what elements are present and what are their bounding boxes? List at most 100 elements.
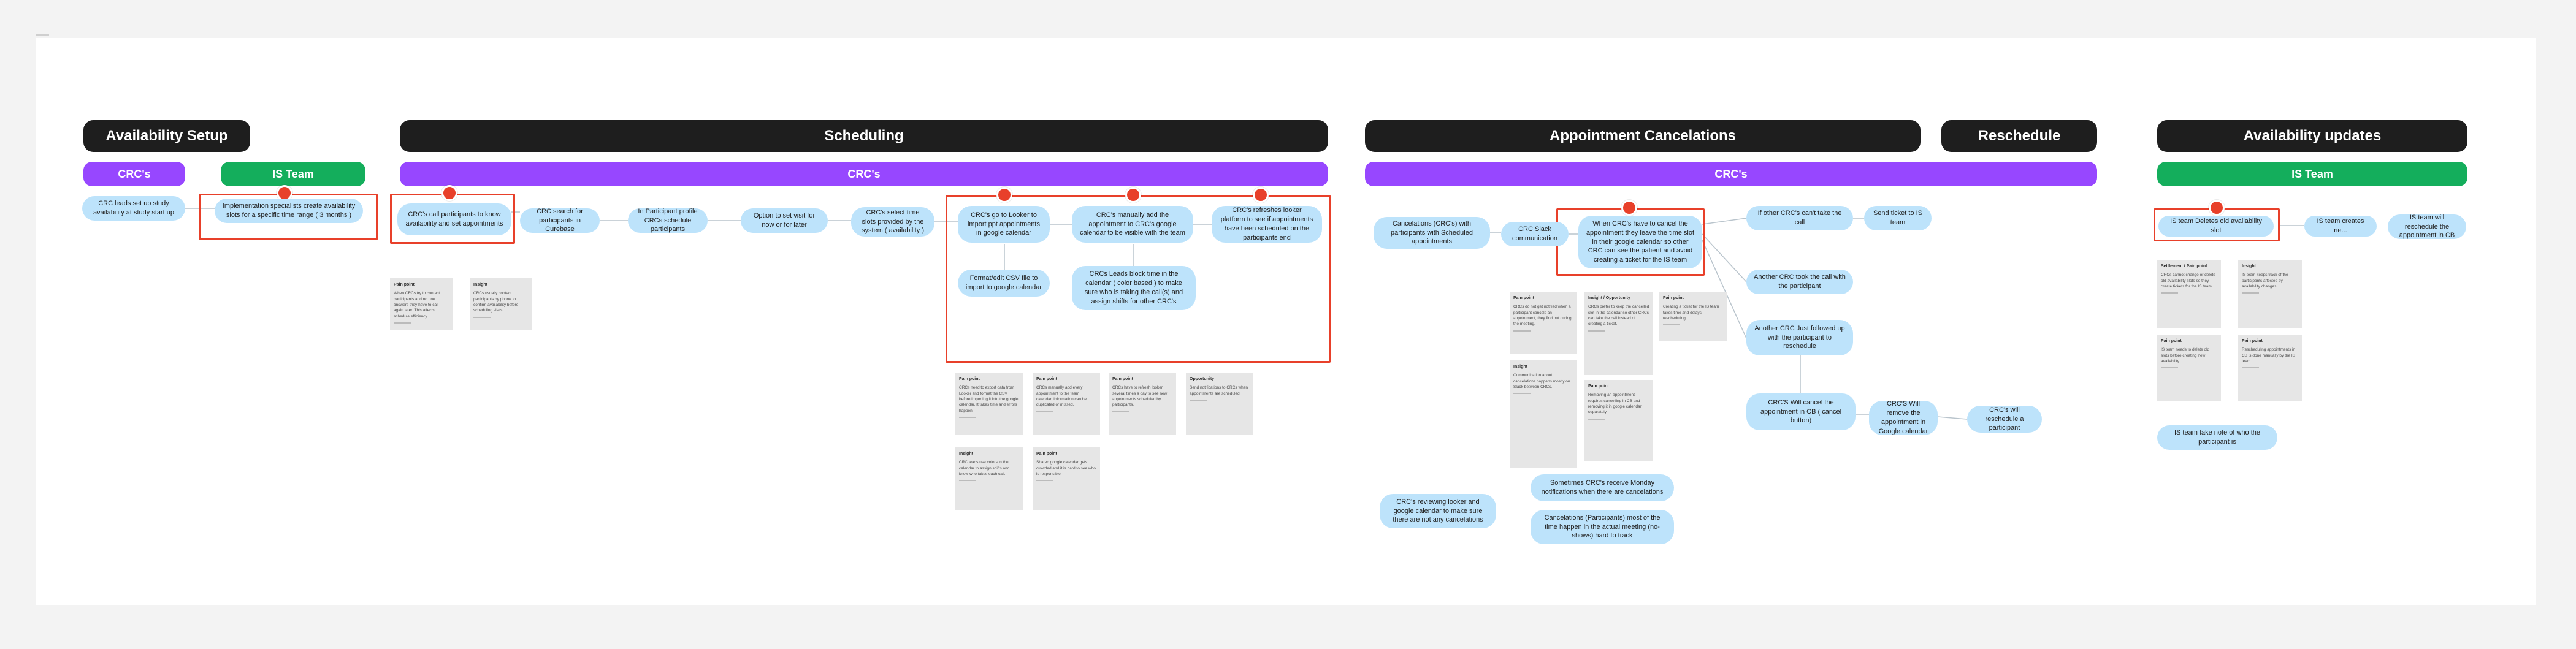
- process-node[interactable]: If other CRC's can't take the call: [1746, 206, 1853, 230]
- note-body: Creating a ticket for the IS team takes …: [1663, 305, 1719, 321]
- marker-dot[interactable]: [2209, 200, 2225, 216]
- sticky-note[interactable]: Insight IS team keeps track of the partic…: [2238, 260, 2302, 328]
- note-title: Settlement / Pain point: [2161, 264, 2207, 268]
- process-node[interactable]: Another CRC Just followed up with the pa…: [1746, 320, 1853, 355]
- note-body: IS team keeps track of the participants …: [2242, 273, 2288, 289]
- process-node[interactable]: CRC'S Will cancel the appointment in CB …: [1746, 393, 1856, 430]
- note-title: Insight: [473, 283, 487, 287]
- process-node[interactable]: In Participant profile CRCs schedule par…: [628, 208, 708, 233]
- process-node[interactable]: CRC's call participants to know availabi…: [397, 203, 511, 235]
- process-node[interactable]: Option to set visit for now or for later: [741, 208, 828, 233]
- note-title: Pain point: [959, 377, 980, 381]
- section-header-reschedule: Reschedule: [1941, 120, 2097, 152]
- note-title: Insight: [2242, 264, 2256, 268]
- note-body: Communication about cancelations happens…: [1513, 373, 1570, 389]
- top-left-mark: [36, 34, 49, 36]
- role-crcs-availability: CRC's: [83, 162, 185, 186]
- process-node[interactable]: CRCs Leads block time in the calendar ( …: [1072, 266, 1196, 310]
- connector: [1937, 416, 1968, 420]
- process-node[interactable]: CRC's go to Looker to import ppt appoint…: [958, 206, 1050, 243]
- note-line: [2161, 367, 2178, 369]
- connector: [1702, 233, 1747, 283]
- note-body: CRCs have to refresh looker several time…: [1112, 385, 1168, 408]
- process-node[interactable]: Cancelations (Participants) most of the …: [1531, 510, 1674, 544]
- process-node[interactable]: CRC Slack communication: [1501, 222, 1569, 246]
- process-node[interactable]: CRC's reviewing looker and google calend…: [1380, 494, 1496, 528]
- process-node[interactable]: IS team take note of who the participant…: [2157, 425, 2277, 450]
- marker-dot[interactable]: [1253, 187, 1269, 203]
- note-title: Pain point: [1036, 377, 1057, 381]
- marker-dot[interactable]: [1621, 200, 1637, 216]
- note-body: Removing an appointment requires cancell…: [1588, 393, 1642, 415]
- process-node[interactable]: IS team Deletes old availability slot: [2158, 216, 2274, 237]
- note-line: [1513, 393, 1531, 395]
- note-title: Insight / Opportunity: [1588, 296, 1630, 300]
- note-line: [1588, 330, 1605, 332]
- note-body: Shared google calendar gets crowded and …: [1036, 460, 1096, 476]
- marker-dot[interactable]: [441, 185, 457, 201]
- connector: [1702, 240, 1747, 339]
- whiteboard-canvas[interactable]: Availability Setup Scheduling Appointmen…: [36, 38, 2536, 605]
- note-line: [959, 480, 976, 482]
- note-body: Send notifications to CRCs when appointm…: [1190, 385, 1248, 396]
- note-title: Pain point: [2161, 339, 2182, 343]
- note-body: IS team needs to delete old slots before…: [2161, 347, 2210, 363]
- note-line: [1036, 480, 1053, 482]
- note-line: [1036, 411, 1053, 412]
- process-node[interactable]: When CRC's have to cancel the appointmen…: [1578, 216, 1702, 268]
- marker-dot[interactable]: [996, 187, 1012, 203]
- process-node[interactable]: Format/edit CSV file to import to google…: [958, 270, 1050, 297]
- process-node[interactable]: IS team creates ne...: [2304, 216, 2377, 237]
- note-title: Pain point: [2242, 339, 2263, 343]
- note-body: CRCs cannot change or delete old availab…: [2161, 273, 2215, 289]
- note-body: CRCs manually add every appointment to t…: [1036, 385, 1087, 408]
- note-line: [394, 322, 411, 324]
- note-title: Pain point: [394, 283, 415, 287]
- note-line: [1588, 418, 1605, 420]
- connector-lines: [185, 208, 2304, 420]
- process-node[interactable]: CRC search for participants in Curebase: [520, 208, 600, 233]
- note-title: Opportunity: [1190, 377, 1215, 381]
- process-node[interactable]: Cancelations (CRC's) with participants w…: [1374, 217, 1490, 249]
- process-node[interactable]: Sometimes CRC's receive Monday notificat…: [1531, 474, 1674, 501]
- note-line: [2161, 292, 2178, 294]
- note-title: Pain point: [1588, 384, 1609, 389]
- process-node[interactable]: Send ticket to IS team: [1864, 206, 1932, 230]
- process-node[interactable]: CRC's select time slots provided by the …: [851, 207, 934, 237]
- process-node[interactable]: CRC leads set up study availability at s…: [82, 196, 185, 221]
- role-crcs-scheduling: CRC's: [400, 162, 1328, 186]
- note-line: [1663, 324, 1680, 326]
- process-node[interactable]: Another CRC took the call with the parti…: [1746, 270, 1853, 294]
- process-node[interactable]: CRC's will reschedule a participant: [1967, 406, 2042, 433]
- process-node[interactable]: CRC's refreshes looker platform to see i…: [1212, 206, 1322, 243]
- note-line: [473, 316, 491, 318]
- connector: [1702, 218, 1747, 225]
- note-body: CRCs need to export data from Looker and…: [959, 385, 1019, 413]
- section-header-availability-updates: Availability updates: [2157, 120, 2467, 152]
- process-node[interactable]: IS team will reschedule the appointment …: [2388, 214, 2466, 239]
- note-line: [2242, 292, 2259, 294]
- section-header-availability-setup: Availability Setup: [83, 120, 250, 152]
- note-title: Pain point: [1513, 296, 1534, 300]
- process-node[interactable]: CRC's manually add the appointment to CR…: [1072, 206, 1193, 243]
- section-header-scheduling: Scheduling: [400, 120, 1328, 152]
- marker-dot[interactable]: [1125, 187, 1141, 203]
- sticky-note[interactable]: Pain point IS team needs to delete old sl…: [2157, 335, 2221, 401]
- process-node[interactable]: CRC'S Will remove the appointment in Goo…: [1869, 400, 1938, 435]
- process-node[interactable]: Implementation specialists create availa…: [215, 199, 363, 223]
